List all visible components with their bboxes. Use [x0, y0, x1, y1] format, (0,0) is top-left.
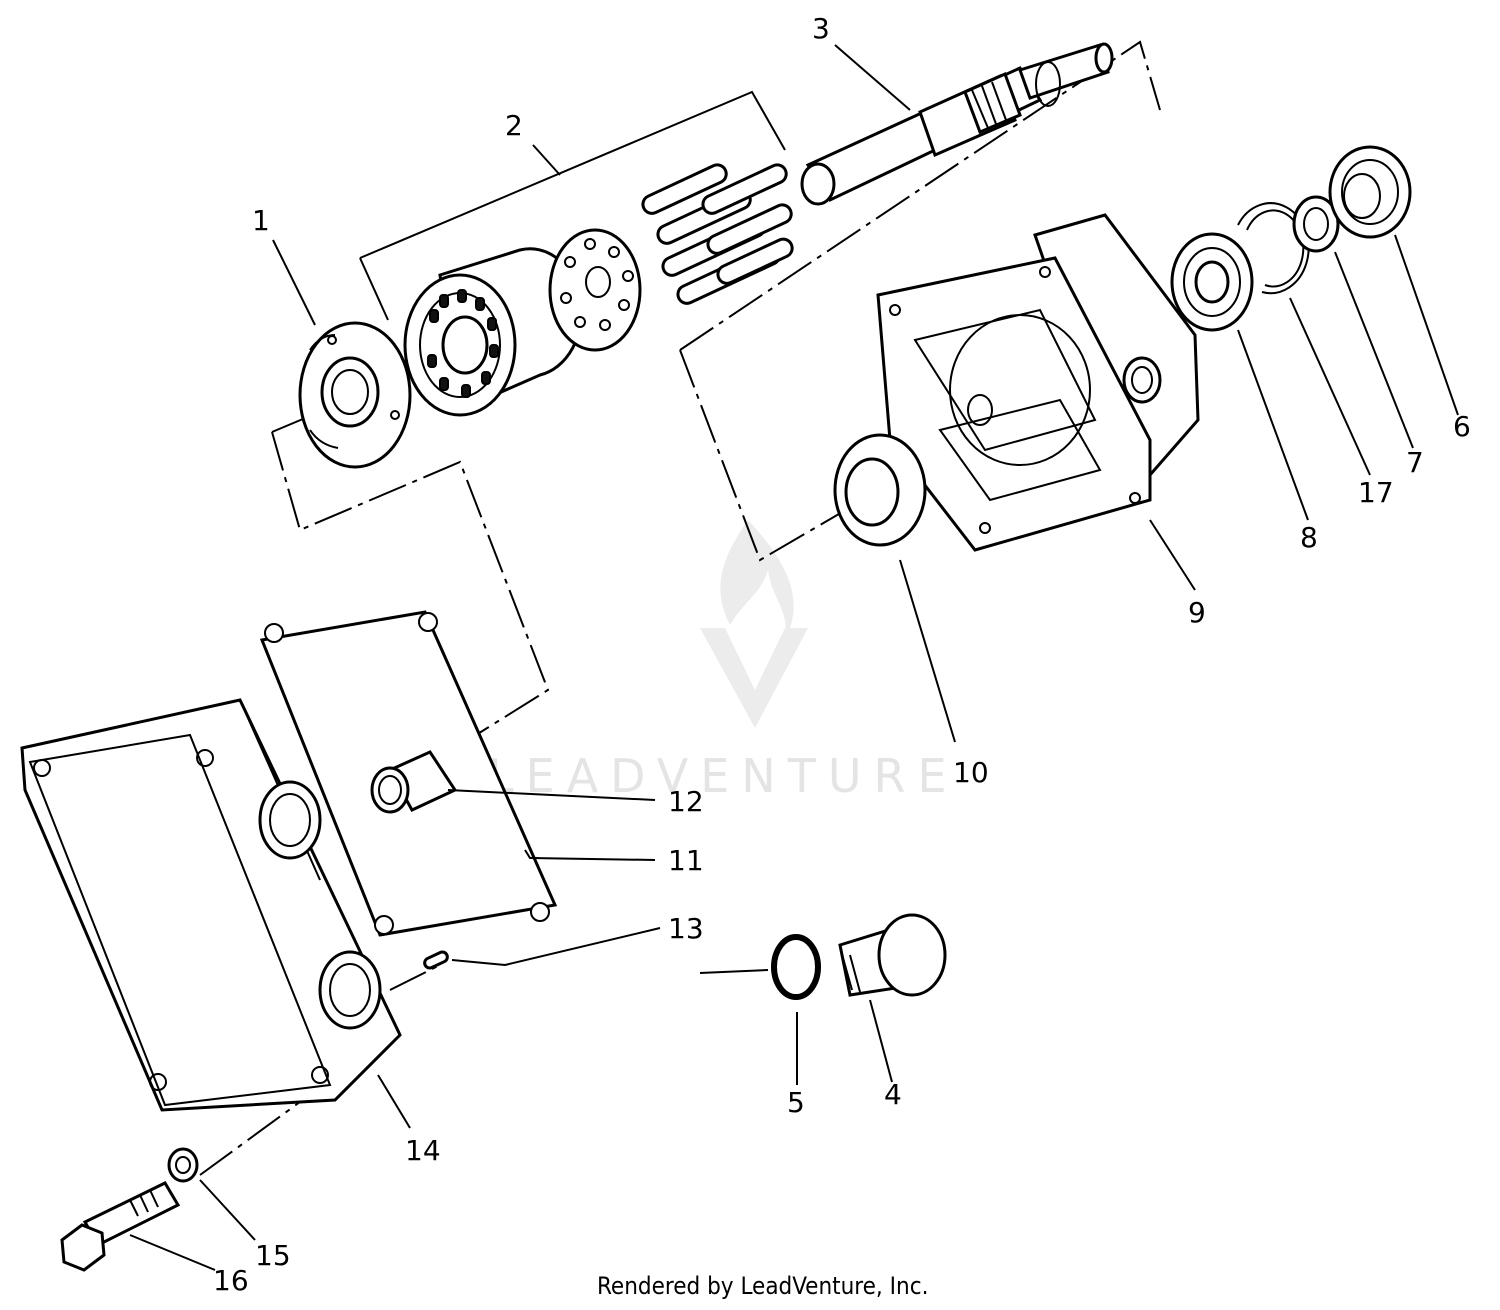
part-8-bearing — [1170, 232, 1254, 332]
part-10-washer — [833, 433, 927, 547]
part-12-bushing — [370, 750, 458, 814]
callout-16: 16 — [213, 1264, 249, 1297]
callout-2: 2 — [505, 109, 523, 142]
callout-3: 3 — [812, 12, 830, 45]
callout-1: 1 — [252, 204, 270, 237]
footer-credit: Rendered by LeadVenture, Inc. — [597, 1272, 928, 1300]
callout-leaders — [129, 44, 1459, 1271]
part-3-shaft — [800, 42, 1114, 206]
watermark-text: LEADVENTURE — [488, 749, 959, 803]
callout-12: 12 — [668, 785, 704, 818]
part-4-plug — [838, 913, 947, 997]
callout-5: 5 — [787, 1086, 805, 1119]
part-2-rotating-group — [403, 163, 794, 417]
callout-9: 9 — [1188, 596, 1206, 629]
callout-7: 7 — [1406, 446, 1424, 479]
callout-14: 14 — [405, 1134, 441, 1167]
callout-numbers: 1 2 3 4 5 6 7 8 9 10 11 12 13 14 15 16 1… — [213, 12, 1471, 1297]
callout-11: 11 — [668, 844, 704, 877]
callout-6: 6 — [1453, 410, 1471, 443]
part-1-valve-plate — [298, 321, 412, 469]
callout-13: 13 — [668, 912, 704, 945]
part-15-lock-washer — [167, 1147, 199, 1183]
part-7-spacer — [1292, 195, 1340, 253]
part-6-oil-seal — [1328, 145, 1412, 239]
callout-8: 8 — [1300, 521, 1318, 554]
callout-10: 10 — [953, 756, 989, 789]
callout-4: 4 — [884, 1078, 902, 1111]
part-9-housing — [876, 213, 1200, 552]
part-14-end-cover — [20, 698, 402, 1112]
callout-15: 15 — [255, 1239, 291, 1272]
watermark: LEADVENTURE — [488, 520, 959, 803]
callout-17: 17 — [1358, 476, 1394, 509]
part-5-o-ring — [771, 934, 821, 1000]
part-13-dowel-pin — [423, 950, 449, 970]
part-16-hex-bolt — [60, 1181, 181, 1272]
